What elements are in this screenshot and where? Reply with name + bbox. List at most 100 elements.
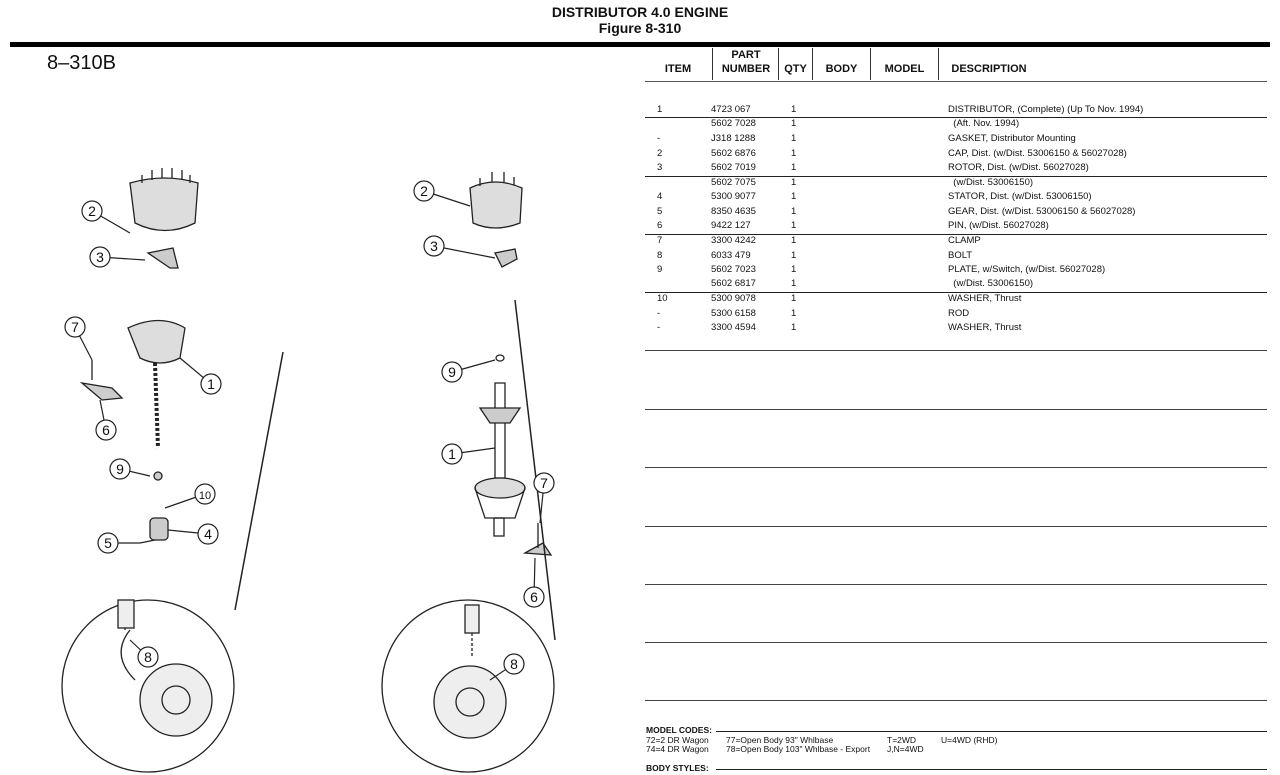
callout-circle	[194, 483, 216, 505]
left-diagram	[61, 168, 284, 773]
row-qty: 1	[791, 118, 797, 129]
group-separator	[645, 176, 1267, 177]
row-item: 10	[657, 293, 668, 304]
row-qty: 1	[791, 235, 797, 246]
row-description: ROTOR, Dist. (w/Dist. 56027028)	[948, 162, 1089, 173]
callout-circle	[137, 646, 159, 668]
callout-left-5: 5	[97, 532, 140, 554]
callout-label: 5	[104, 535, 112, 551]
model-codes-rule	[716, 731, 1267, 732]
group-separator	[645, 292, 1267, 293]
row-qty: 1	[791, 133, 797, 144]
header-desc-label: DESCRIPTION	[951, 63, 1027, 75]
row-item: 8	[657, 250, 663, 261]
empty-row-line	[645, 467, 1267, 468]
empty-row-line	[645, 642, 1267, 643]
callout-right-1: 1	[441, 443, 496, 465]
callout-left-1: 1	[179, 357, 222, 395]
callout-circle	[95, 419, 117, 441]
row-part-number: 5602 7023	[711, 264, 756, 275]
callout-label: 8	[144, 649, 152, 665]
row-part-number: 5602 7019	[711, 162, 756, 173]
row-part-number: J318 1288	[711, 133, 756, 144]
code-74: 74=4 DR Wagon	[646, 744, 709, 754]
col-header-item: ITEM	[645, 48, 711, 80]
row-part-number: 6033 479	[711, 250, 751, 261]
callout-left-9: 9	[109, 458, 151, 480]
callout-right-9: 9	[441, 359, 496, 383]
callout-label: 3	[96, 249, 104, 265]
header-underline	[645, 81, 1267, 82]
callout-label: 4	[204, 526, 212, 542]
row-description: PIN, (w/Dist. 56027028)	[948, 220, 1049, 231]
callout-circle	[423, 235, 445, 257]
row-part-number: 5602 7028	[711, 118, 756, 129]
row-item: 3	[657, 162, 663, 173]
row-description: CLAMP	[948, 235, 981, 246]
header-rule	[10, 42, 1270, 47]
header-model-label: MODEL	[884, 63, 925, 75]
empty-row-line	[645, 526, 1267, 527]
header-body-label: BODY	[825, 63, 858, 75]
callout-circle	[200, 373, 222, 395]
row-item: -	[657, 322, 661, 333]
row-description: ROD	[948, 308, 970, 319]
page-title: DISTRIBUTOR 4.0 ENGINE	[551, 4, 729, 20]
right-diagram	[381, 172, 556, 773]
callout-label: 2	[88, 203, 96, 219]
callout-label: 1	[207, 376, 215, 392]
callout-label: 9	[116, 461, 124, 477]
callout-circle	[109, 458, 131, 480]
callout-left-7: 7	[64, 316, 93, 361]
body-styles-label: BODY STYLES:	[646, 763, 709, 773]
row-description: DISTRIBUTOR, (Complete) (Up To Nov. 1994…	[948, 104, 1144, 115]
row-description: CAP, Dist. (w/Dist. 53006150 & 56027028)	[948, 148, 1127, 159]
callout-label: 1	[448, 446, 456, 462]
empty-row-line	[645, 700, 1267, 701]
row-item: 5	[657, 206, 663, 217]
callout-circle	[441, 361, 463, 383]
row-item: 4	[657, 191, 663, 202]
row-qty: 1	[791, 322, 797, 333]
callout-left-8: 8	[129, 639, 159, 668]
row-qty: 1	[791, 104, 797, 115]
callout-circle	[441, 443, 463, 465]
callout-right-8: 8	[489, 653, 525, 681]
callout-label: 6	[102, 422, 110, 438]
row-description: GEAR, Dist. (w/Dist. 53006150 & 56027028…	[948, 206, 1136, 217]
callout-circle	[503, 653, 525, 675]
callout-circle	[89, 246, 111, 268]
code-t: T=2WD	[887, 735, 917, 745]
group-separator	[645, 234, 1267, 235]
row-description: PLATE, w/Switch, (w/Dist. 56027028)	[948, 264, 1106, 275]
row-part-number: 5602 6876	[711, 148, 756, 159]
header-qty-label: QTY	[784, 63, 807, 75]
row-description: WASHER, Thrust	[948, 293, 1022, 304]
header-item-label: ITEM	[664, 63, 692, 75]
row-part-number: 5300 6158	[711, 308, 756, 319]
row-description: BOLT	[948, 250, 973, 261]
col-header-model: MODEL	[870, 48, 938, 80]
row-item: 2	[657, 148, 663, 159]
callout-left-3: 3	[89, 246, 146, 268]
callout-label: 2	[420, 183, 428, 199]
callout-left-6: 6	[95, 399, 117, 441]
callout-label: 6	[530, 589, 538, 605]
row-item: 6	[657, 220, 663, 231]
row-part-number: 3300 4594	[711, 322, 756, 333]
callout-label: 10	[199, 490, 211, 502]
